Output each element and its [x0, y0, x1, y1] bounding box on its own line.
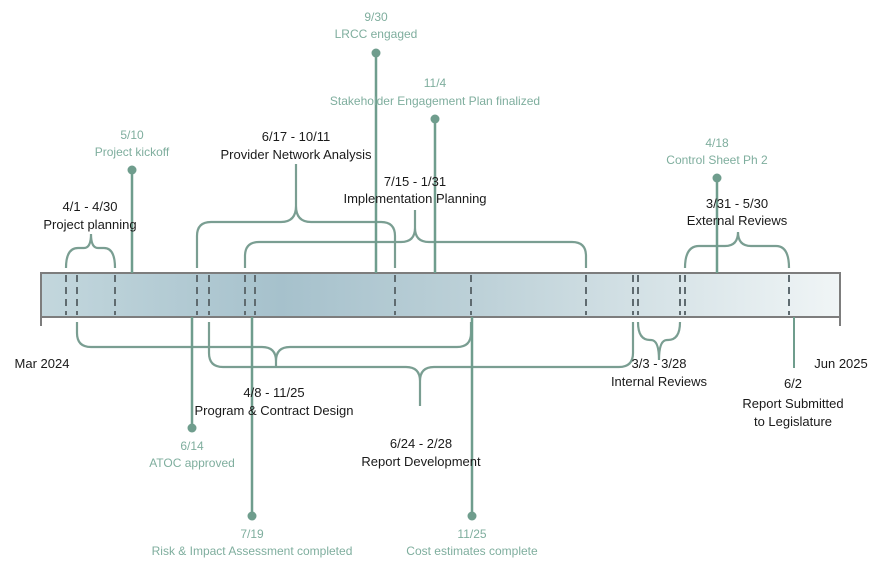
final-date: 6/2 — [784, 376, 802, 391]
phase-dates: 7/15 - 1/31 — [384, 174, 446, 189]
brace-project-planning — [64, 233, 117, 269]
phase-dates: 6/17 - 10/11 — [262, 129, 330, 144]
milestone-labels: 9/30 LRCC engaged 11/4 Stakeholder Engag… — [95, 10, 768, 558]
brace-program-contract — [75, 322, 473, 368]
brace-implementation — [243, 210, 588, 268]
phase-name: Project planning — [43, 217, 136, 232]
dot-kickoff — [127, 165, 137, 175]
milestone-name: Risk & Impact Assessment completed — [152, 544, 353, 558]
milestone-date: 7/19 — [240, 527, 264, 541]
milestone-date: 5/10 — [120, 128, 144, 142]
milestone-name: LRCC engaged — [335, 27, 418, 41]
milestone-date: 4/18 — [705, 136, 729, 150]
phase-name: Internal Reviews — [611, 374, 708, 389]
phase-labels: 4/1 - 4/30 Project planning 6/17 - 10/11… — [43, 129, 787, 469]
phase-dates: 4/1 - 4/30 — [63, 199, 118, 214]
dot-cost — [467, 511, 477, 521]
milestone-name: Cost estimates complete — [406, 544, 538, 558]
milestone-name: Control Sheet Ph 2 — [666, 153, 768, 167]
brace-external-reviews — [683, 231, 791, 269]
dot-lrcc — [371, 48, 381, 58]
phase-dates: 3/31 - 5/30 — [706, 196, 768, 211]
phase-dates: 3/3 - 3/28 — [632, 356, 687, 371]
axis-end-label: Jun 2025 — [814, 356, 868, 371]
dot-risk — [247, 511, 257, 521]
dot-control-sheet — [712, 173, 722, 183]
final-milestone: 6/2 Report Submitted to Legislature — [742, 376, 843, 429]
milestone-date: 9/30 — [364, 10, 388, 24]
phase-name: Report Development — [361, 454, 481, 469]
milestone-name: Stakeholder Engagement Plan finalized — [330, 94, 540, 108]
milestone-date: 11/25 — [457, 527, 486, 541]
milestone-name: ATOC approved — [149, 456, 235, 470]
phase-dates: 4/8 - 11/25 — [243, 385, 304, 400]
milestone-stems-above — [127, 48, 722, 273]
phase-name: Program & Contract Design — [195, 403, 354, 418]
dot-stakeholder — [430, 114, 440, 124]
phase-name: Implementation Planning — [343, 191, 486, 206]
brace-report-development — [207, 322, 635, 406]
braces-above — [64, 164, 791, 269]
milestone-name: Project kickoff — [95, 145, 170, 159]
final-line1: Report Submitted — [742, 396, 843, 411]
timeline-bar — [40, 272, 841, 318]
brace-provider-network — [195, 164, 397, 268]
milestone-date: 11/4 — [424, 76, 447, 90]
brace-internal-reviews — [636, 321, 682, 361]
dot-atoc — [187, 423, 197, 433]
milestone-stems-below — [187, 317, 795, 521]
phase-dates: 6/24 - 2/28 — [390, 436, 452, 451]
final-line2: to Legislature — [754, 414, 832, 429]
phase-name: External Reviews — [687, 213, 788, 228]
phase-boundaries — [65, 275, 790, 315]
milestone-date: 6/14 — [180, 439, 204, 453]
axis-start-label: Mar 2024 — [15, 356, 70, 371]
braces-below — [75, 321, 682, 406]
phase-name: Provider Network Analysis — [221, 147, 372, 162]
